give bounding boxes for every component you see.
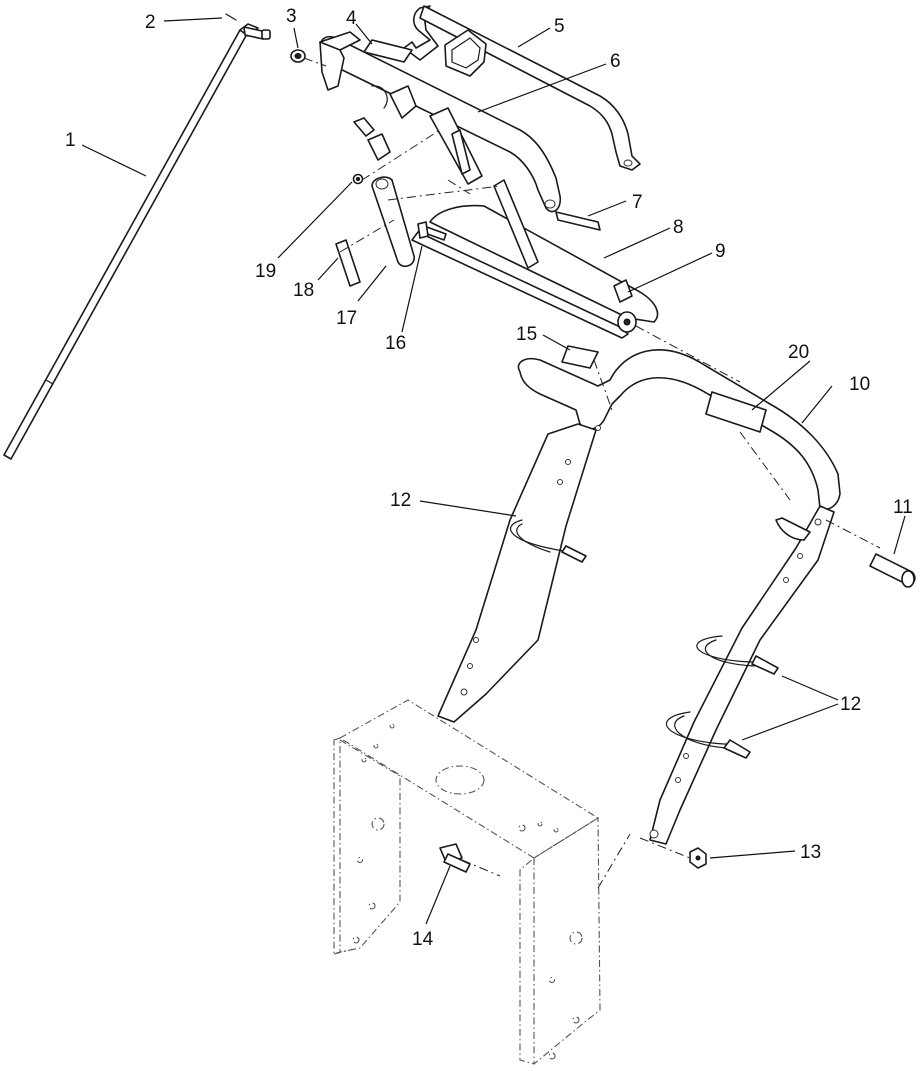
part-spacer xyxy=(613,279,633,303)
callout-15: 15 xyxy=(516,324,537,345)
part-cable-tie-middle xyxy=(696,635,779,675)
part-decal-upper xyxy=(363,39,413,63)
callout-17: 17 xyxy=(336,308,357,329)
part-flange-nut xyxy=(689,847,707,869)
part-main-handle-frame xyxy=(437,349,841,845)
part-vertical-tube xyxy=(371,176,415,268)
callout-19: 19 xyxy=(255,261,276,282)
part-control-bail xyxy=(403,5,641,171)
part-control-rod xyxy=(3,23,259,460)
callout-labels: 1 2 3 4 5 6 7 8 9 10 11 12 12 13 14 15 1… xyxy=(65,6,913,950)
callout-4: 4 xyxy=(346,8,357,29)
callout-13: 13 xyxy=(800,842,821,863)
part-upper-handle xyxy=(319,31,562,213)
part-cable-tie-lower xyxy=(666,711,751,759)
frame-centerlines xyxy=(461,359,881,889)
part-bushing xyxy=(290,49,306,63)
phantom-mounting-bracket xyxy=(333,699,601,1065)
part-bolt-large xyxy=(439,843,471,873)
part-nut-small xyxy=(352,173,364,185)
part-bolt-small xyxy=(417,221,447,241)
upper-centerlines xyxy=(303,57,741,383)
callout-20: 20 xyxy=(788,342,809,363)
part-cable-tie-upper xyxy=(509,519,587,563)
part-pin xyxy=(869,553,916,588)
callout-8: 8 xyxy=(673,217,684,238)
part-rod-end-pin xyxy=(225,13,271,40)
callout-7: 7 xyxy=(632,192,643,213)
callout-11: 11 xyxy=(893,497,913,518)
part-warning-decal xyxy=(561,345,599,369)
callout-18: 18 xyxy=(293,280,314,301)
callout-10: 10 xyxy=(849,374,870,395)
part-lower-handle xyxy=(411,179,659,339)
part-decal-frame xyxy=(705,391,767,433)
leader-lines xyxy=(81,17,906,925)
callout-1: 1 xyxy=(65,130,76,151)
callout-16: 16 xyxy=(385,333,406,354)
part-small-decal xyxy=(335,239,361,287)
part-strip xyxy=(555,211,601,231)
callout-2: 2 xyxy=(145,12,156,33)
callout-12-upper: 12 xyxy=(390,490,411,511)
callout-5: 5 xyxy=(554,16,565,37)
callout-3: 3 xyxy=(286,6,297,27)
callout-12-lower: 12 xyxy=(840,694,861,715)
callout-14: 14 xyxy=(412,929,434,950)
callout-9: 9 xyxy=(715,241,726,262)
callout-6: 6 xyxy=(610,51,621,72)
